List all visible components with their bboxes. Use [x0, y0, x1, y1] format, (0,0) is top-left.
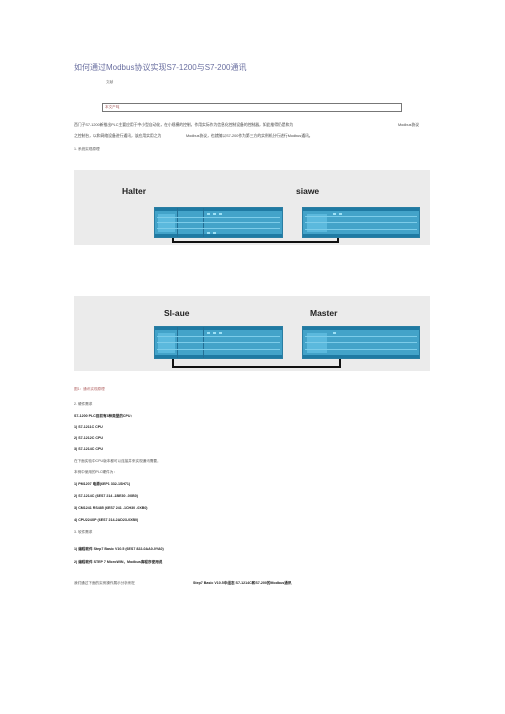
document-title: 如何通过Modbus协议实现S7-1200与S7-200通讯	[74, 63, 247, 72]
cpu-item-3: 3) S7-1214C CPU	[74, 447, 103, 451]
cable-2-bottom	[172, 366, 340, 368]
intro-line-1: 西门子S7-1200新推出PLC主要应用于中小型自动化，在小规模的控制，作用实际…	[74, 123, 293, 128]
hardware-item-4: 4) CPU224XP (6ES7 214-2AD23-0XB0)	[74, 518, 139, 522]
diagram-2-right-label: Master	[310, 308, 338, 318]
cable-2-left-drop	[172, 359, 174, 367]
plc-s7-200-module	[302, 207, 420, 238]
cable-bottom	[172, 241, 338, 243]
cpu-item-2: 2) S7-1212C CPU	[74, 436, 103, 440]
footer-text-b: Step7 Basic V10.5中组态 S7-1214C和S7-200的Mod…	[193, 581, 292, 585]
intro-line-1-text: 西门子S7-1200新推出PLC主要应用于中小型自动化，在小规模的控制，作用实际…	[74, 123, 294, 127]
hardware-item-1: 1) PM1207 电源(6EP1 332-1SH71)	[74, 482, 131, 486]
system-diagram-1: Halter siawe	[74, 170, 430, 245]
software-item-2: 2) 编程软件 STEP 7 MicroWIN，Modbus库程序使用说	[74, 560, 163, 564]
diagram-2-left-label: Sl-aue	[164, 308, 190, 318]
cpu-note: 在下面实验中CPU版本都可以连接并来实现通讯需要，	[74, 459, 161, 463]
section-3-heading: 3. 软件需求	[74, 530, 93, 534]
hardware-item-3: 3) CM1241 RS485 (6ES7 241 -1CH30 -0XB0)	[74, 506, 148, 510]
cable-left-drop	[172, 238, 174, 242]
cable-right-drop	[337, 238, 339, 243]
abstract-label: 文献	[106, 80, 114, 84]
software-item-1: 1) 编程软件 Step7 Basic V10.5 (6ES7 822-0AA0…	[74, 547, 164, 551]
plc-s7-1200-module	[154, 207, 283, 238]
intro-line-1-modbus: Modbus协议	[398, 123, 420, 127]
cable-2-right-drop	[339, 359, 341, 368]
diagram-1-left-label: Halter	[122, 186, 147, 196]
section-1-heading: 1. 系统实现原理	[74, 147, 100, 151]
system-diagram-2: Sl-aue Master	[74, 296, 430, 371]
cpu-item-1: 1) S7-1211C CPU	[74, 425, 103, 429]
keyword-box	[102, 103, 402, 112]
hardware-item-2: 2) S7-1214C (6ES7 214 -1BE30 -0XB0)	[74, 494, 138, 498]
intro-line-2: 之控制台，以和网络设备进行通讯，该应用实用之为	[74, 134, 162, 138]
plc-slave-module	[154, 326, 283, 359]
diagram-1-right-label: siawe	[296, 186, 320, 196]
keyword-text: 本文产吨	[105, 104, 120, 109]
plc-master-module	[302, 326, 420, 359]
footer-text-a: 我们通过下面的实例操作展示分析例在	[74, 581, 136, 585]
plc-intro: 本例中使用的PLC硬件为：	[74, 470, 117, 474]
figure-caption: 图1：通讯实现原理	[74, 387, 105, 391]
intro-line-2-b: Modbus协议，也就随以S7-200作为第三方的实例机分行进行Modbus通讯…	[186, 134, 313, 138]
hardware-intro: S7-1200 PLC目前有3种类型的CPU：	[74, 414, 135, 418]
section-2-heading: 2. 硬件需求	[74, 402, 93, 406]
